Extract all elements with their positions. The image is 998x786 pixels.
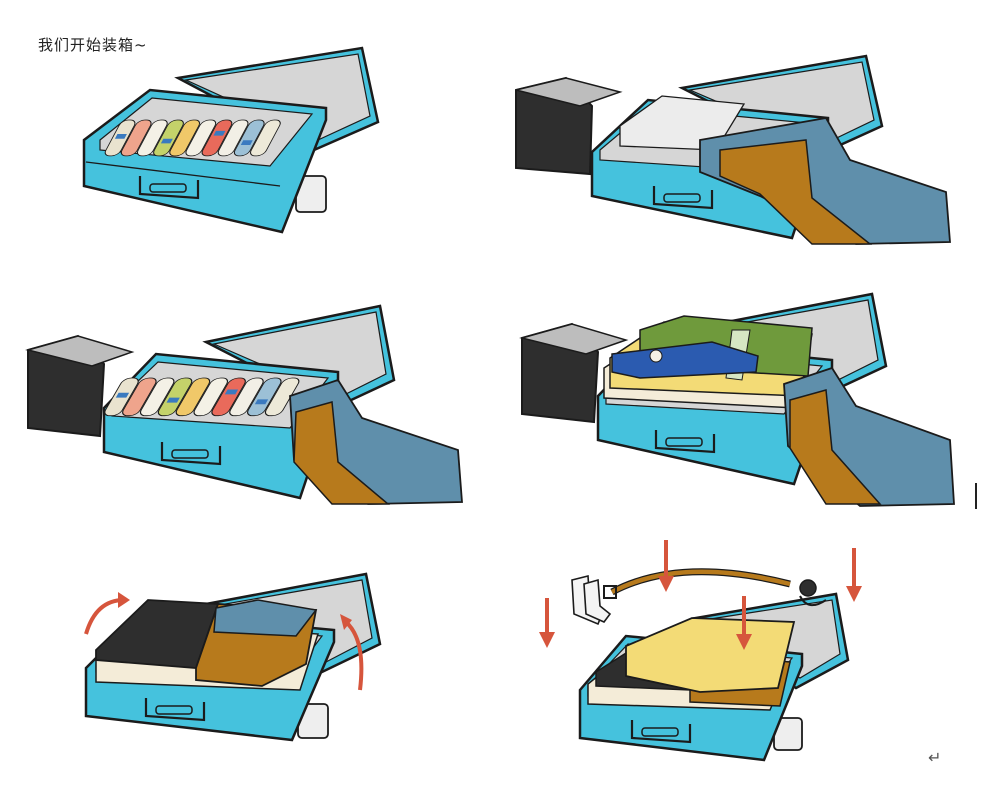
text-cursor [975, 483, 977, 509]
panel-step-5 [84, 572, 382, 742]
panel-step-2 [515, 54, 951, 245]
belt [603, 568, 791, 599]
panel-step-6 [539, 540, 862, 762]
caption: 我们开始装箱~ [38, 36, 148, 54]
watch [799, 579, 827, 607]
socks [571, 574, 612, 626]
panel-step-4 [519, 292, 955, 507]
down-arrows [539, 540, 862, 650]
panel-step-1 [82, 46, 380, 234]
return-mark: ↵ [928, 748, 942, 767]
panel-step-3 [25, 304, 463, 505]
